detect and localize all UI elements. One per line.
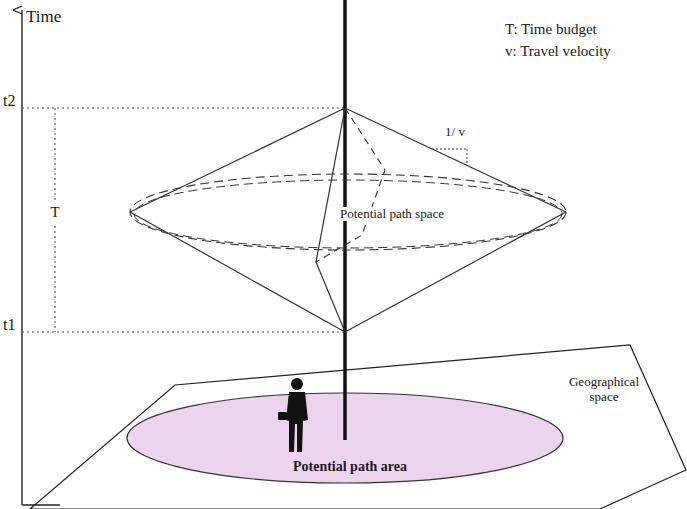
budget-guide	[55, 226, 56, 332]
slope-mark	[432, 149, 467, 150]
t2-guide	[22, 108, 345, 109]
diagram-label: Potential path area	[293, 459, 407, 475]
prism-hidden-edges	[316, 108, 385, 262]
budget-guide	[55, 108, 56, 200]
diagram-label: Geographical space	[565, 375, 643, 405]
time-axis	[21, 10, 22, 505]
diagram-label: t1	[3, 316, 15, 334]
diagram-label: Potential path space	[338, 207, 446, 222]
prism-ellipse	[130, 174, 566, 250]
diagram-label: T	[50, 204, 59, 221]
diagram-label: 1/ v	[443, 125, 467, 140]
prism-ellipse	[134, 180, 562, 248]
geographical-plane	[30, 345, 686, 509]
diagram-label: v: Travel velocity	[505, 43, 611, 60]
slope-mark	[467, 149, 468, 165]
base-axis	[22, 504, 60, 505]
t1-guide	[22, 332, 345, 333]
diagram-label: t2	[3, 92, 15, 110]
person-figure	[278, 378, 308, 452]
diagram-label: T: Time budget	[505, 21, 597, 38]
diagram-label: Time	[26, 7, 61, 27]
prism-edges	[130, 108, 566, 332]
